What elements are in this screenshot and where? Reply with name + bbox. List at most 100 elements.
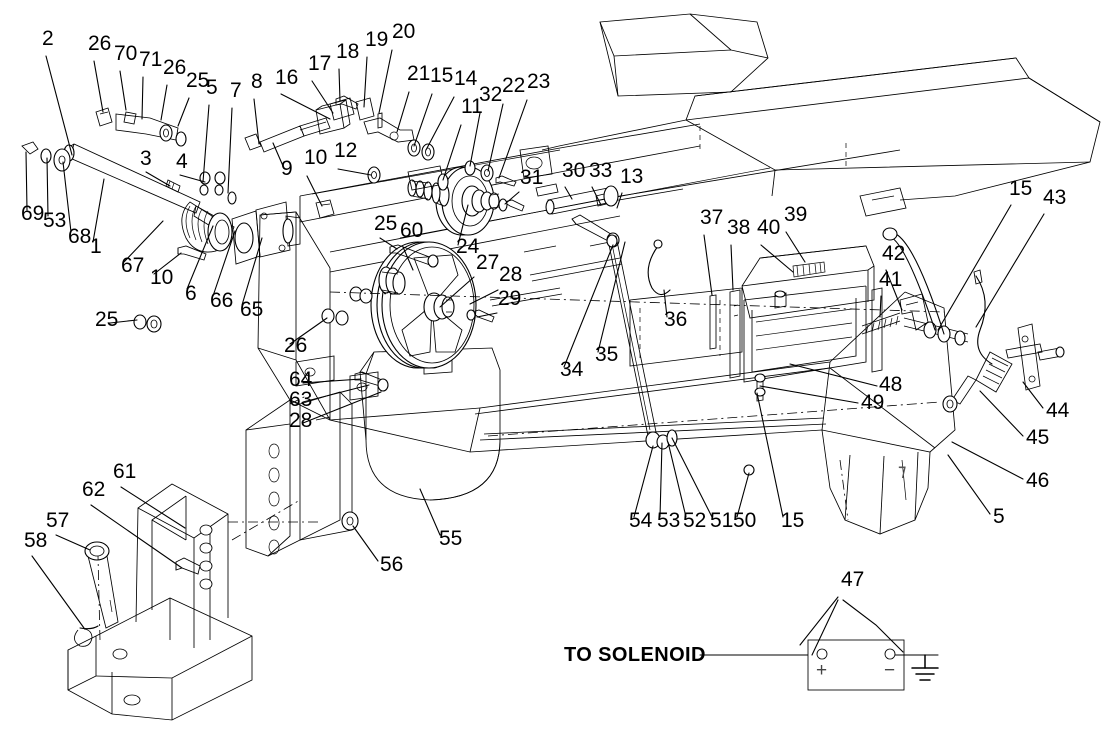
callout-60: 60 (400, 219, 423, 271)
damper-45 (942, 343, 1043, 413)
callout-leader-line (879, 295, 882, 318)
callout-7: 7 (227, 79, 242, 194)
callout-leader-line (442, 124, 462, 181)
callout-leader-line (302, 391, 382, 424)
callout-leader-line (179, 174, 206, 183)
callout-54: 54 (629, 445, 654, 532)
callout-leader-line (289, 317, 328, 345)
callout-leader-line (352, 525, 379, 562)
callout-leader-line (337, 168, 372, 176)
callout-leader-line (663, 289, 668, 318)
callout-leader-line (504, 191, 520, 205)
callout-leader-line (616, 192, 623, 209)
callout-number: 13 (620, 165, 643, 188)
callout-leader-line (564, 186, 573, 200)
callout-leader-line (186, 225, 214, 290)
callout-leader-line (799, 596, 839, 646)
callout-leader-line (736, 472, 750, 518)
to-solenoid-label: TO SOLENOID (564, 644, 706, 666)
callout-5: 5 (202, 76, 218, 183)
callout-number: 40 (757, 216, 780, 239)
callout-leader-line (597, 241, 626, 353)
callout-leader-line (667, 441, 687, 518)
callout-number: 61 (113, 460, 136, 483)
callout-5: 5 (947, 454, 1005, 528)
callout-10: 10 (150, 252, 182, 289)
callout-26: 26 (160, 56, 186, 121)
callout-47: 47 (799, 568, 864, 646)
callout-leader-line (241, 237, 263, 306)
callout-28: 28 (289, 391, 382, 432)
callout-number: 53 (657, 509, 680, 532)
callout-30: 30 (562, 159, 585, 200)
alignment-centerlines (97, 291, 945, 641)
callout-number: 2 (42, 27, 54, 50)
callout-leader-line (979, 390, 1024, 437)
deck-marking: ⁊ (898, 461, 906, 480)
callout-70: 70 (114, 42, 137, 111)
callout-25: 25 (374, 212, 398, 250)
callout-leader-line (272, 142, 284, 167)
callout-number: 19 (365, 28, 388, 51)
callout-46: 46 (951, 441, 1049, 492)
callout-22: 22 (487, 74, 525, 172)
callout-43: 43 (975, 186, 1066, 328)
callout-number: 60 (400, 219, 423, 242)
callout-64: 64 (289, 368, 362, 391)
callout-number: 25 (374, 212, 397, 235)
callout-number: 18 (336, 40, 359, 63)
callout-18: 18 (336, 40, 359, 102)
callout-58: 58 (24, 529, 85, 629)
callout-49: 49 (759, 385, 884, 414)
callout-13: 13 (616, 165, 643, 209)
callout-62: 62 (82, 478, 183, 569)
callout-leader-line (378, 49, 393, 114)
callout-9: 9 (272, 142, 293, 180)
callout-leader-line (396, 91, 410, 133)
callout-leader-line (311, 80, 334, 114)
callout-number: 5 (993, 505, 1005, 528)
callout-leader-line (498, 99, 528, 179)
callout-number: 20 (392, 20, 415, 43)
callout-number: 70 (114, 42, 137, 65)
callout-number: 9 (281, 157, 293, 180)
callout-number: 32 (479, 83, 502, 106)
callout-56: 56 (352, 525, 403, 576)
hitch-jack-assembly (67, 483, 253, 721)
drive-pulley (370, 241, 477, 369)
callout-41: 41 (879, 268, 902, 318)
callout-number: 25 (95, 308, 118, 331)
callout-leader-line (338, 68, 341, 102)
callout-63: 63 (289, 384, 370, 411)
callout-16: 16 (275, 66, 331, 120)
callout-number: 57 (46, 509, 69, 532)
callout-number: 51 (710, 509, 733, 532)
callout-leader-line (413, 93, 433, 147)
callout-53: 53 (657, 442, 680, 532)
battery-minus-label: − (884, 660, 895, 681)
callout-number: 36 (664, 308, 687, 331)
callout-33: 33 (589, 159, 612, 206)
callout-23: 23 (498, 70, 550, 179)
callout-4: 4 (176, 150, 206, 183)
callout-number: 53 (43, 209, 66, 232)
callout-number: 10 (304, 146, 327, 169)
callout-leader-line (93, 60, 104, 113)
callout-50: 50 (733, 472, 756, 532)
callout-26: 26 (88, 32, 111, 113)
callout-leader-line (253, 98, 260, 145)
upper-left-linkage (95, 107, 237, 205)
callout-leader-line (633, 445, 654, 518)
callout-25: 25 (95, 308, 138, 331)
callout-leader-line (109, 319, 138, 324)
callout-leader-line (46, 157, 49, 217)
callout-32: 32 (469, 83, 502, 167)
callout-number: 45 (1026, 426, 1049, 449)
callout-number: 41 (879, 268, 902, 291)
callout-number: 42 (882, 242, 905, 265)
callout-leader-line (1022, 381, 1044, 409)
callout-number: 38 (727, 216, 750, 239)
callout-number: 14 (454, 67, 478, 90)
